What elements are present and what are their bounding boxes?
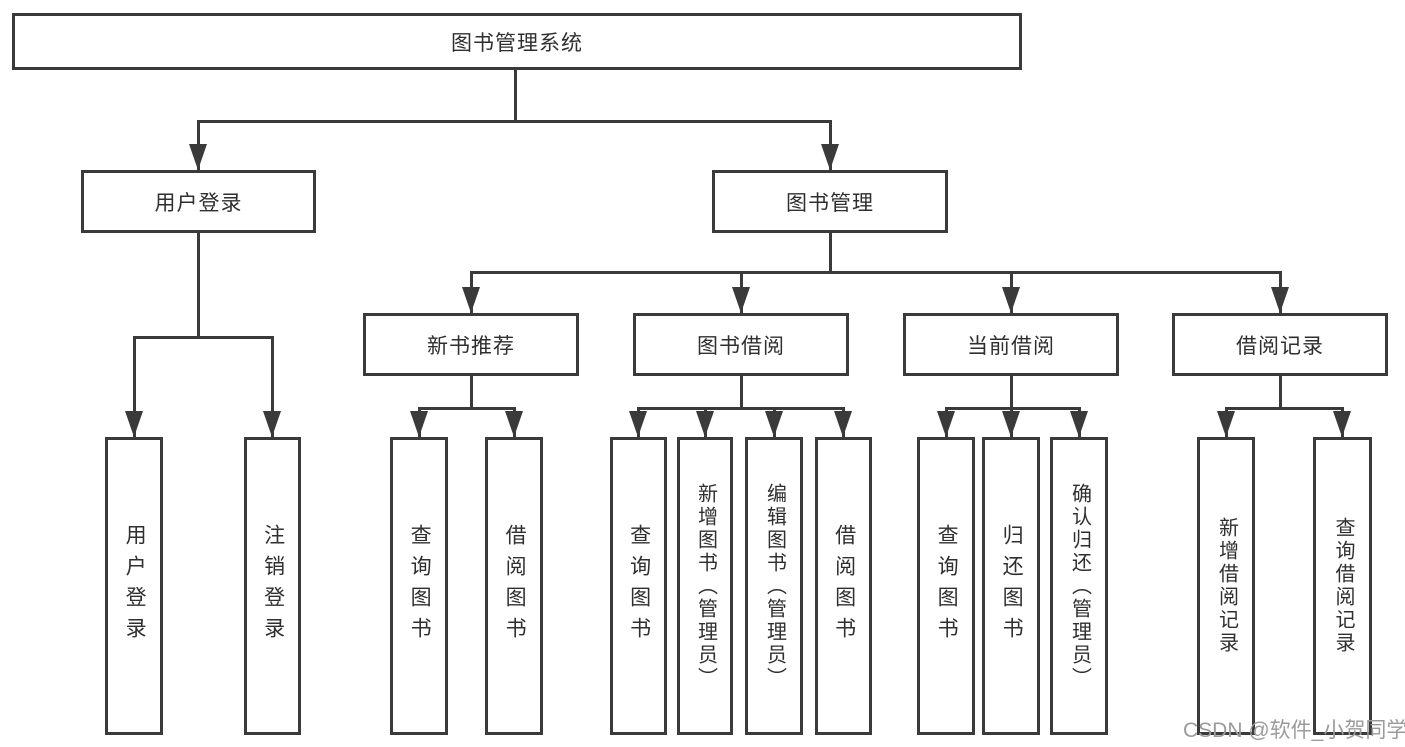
arrow-down-icon [1271, 287, 1289, 313]
connector-current-borrowing-split [945, 407, 1081, 410]
node-root-system: 图书管理系统 [12, 13, 1022, 70]
node-root-label: 图书管理系统 [451, 31, 583, 55]
arrow-down-icon [629, 411, 647, 437]
connector-root-split [197, 120, 832, 123]
node-borrowing-records: 借阅记录 [1172, 313, 1388, 376]
arrow-down-icon [462, 287, 480, 313]
node-new-books-label: 新书推荐 [427, 334, 515, 358]
leaf-confirm-return-admin: 确认归还（管理员） [1050, 437, 1108, 735]
leaf-borrow-books-newbooks: 借阅图书 [485, 437, 543, 735]
leaf-label: 查询图书 [935, 524, 959, 648]
leaf-label: 查询借阅记录 [1332, 517, 1354, 655]
leaf-add-books-admin: 新增图书（管理员） [677, 437, 733, 735]
leaf-label: 新增图书（管理员） [694, 482, 717, 690]
leaf-label: 查询图书 [408, 524, 432, 648]
leaf-label: 注销登录 [261, 524, 285, 648]
arrow-down-icon [263, 411, 281, 437]
leaf-query-borrow-record: 查询借阅记录 [1313, 437, 1372, 735]
leaf-user-login: 用户登录 [105, 437, 163, 735]
node-book-borrowing-label: 图书借阅 [697, 334, 785, 358]
arrow-down-icon [1002, 411, 1020, 437]
connector-to-leaf-login [133, 338, 136, 437]
arrow-down-icon [1217, 411, 1235, 437]
arrow-down-icon [834, 411, 852, 437]
leaf-label: 查询图书 [627, 524, 651, 648]
leaf-query-books-newbooks: 查询图书 [390, 437, 448, 735]
node-borrowing-records-label: 借阅记录 [1236, 334, 1324, 358]
leaf-borrow-books-borrowing: 借阅图书 [815, 437, 872, 735]
connector-to-leaf-logout [271, 338, 274, 437]
arrow-down-icon [937, 411, 955, 437]
node-new-books: 新书推荐 [363, 313, 579, 376]
arrow-down-icon [505, 411, 523, 437]
node-user-login-label: 用户登录 [154, 191, 243, 215]
arrow-down-icon [1070, 411, 1088, 437]
arrow-down-icon [821, 144, 839, 170]
leaf-query-books-current: 查询图书 [917, 437, 975, 735]
arrow-down-icon [1333, 411, 1351, 437]
leaf-logout: 注销登录 [244, 437, 301, 735]
arrow-down-icon [732, 287, 750, 313]
connector-book-management-split [470, 271, 1282, 274]
connector-new-books-split [418, 407, 516, 410]
arrow-down-icon [410, 411, 428, 437]
arrow-down-icon [125, 411, 143, 437]
connector-new-books-stem [470, 376, 473, 409]
node-current-borrowing: 当前借阅 [903, 313, 1119, 376]
connector-book-borrowing-stem [740, 376, 743, 409]
node-user-login: 用户登录 [81, 170, 316, 233]
connector-user-login-stem [197, 233, 200, 338]
leaf-label: 归还图书 [1000, 524, 1024, 648]
leaf-label: 新增借阅记录 [1215, 517, 1238, 655]
connector-book-management-stem [829, 233, 832, 273]
leaf-label: 借阅图书 [503, 524, 527, 648]
connector-current-borrowing-stem [1010, 376, 1013, 409]
connector-borrowing-records-split [1225, 407, 1344, 410]
node-book-management-label: 图书管理 [786, 191, 874, 215]
arrow-down-icon [696, 411, 714, 437]
leaf-return-books: 归还图书 [982, 437, 1040, 735]
connector-user-login-split [133, 336, 274, 339]
leaf-add-borrow-record: 新增借阅记录 [1197, 437, 1255, 735]
node-book-borrowing: 图书借阅 [633, 313, 849, 376]
arrow-down-icon [765, 411, 783, 437]
leaf-edit-books-admin: 编辑图书（管理员） [745, 437, 803, 735]
connector-book-borrowing-split [637, 407, 845, 410]
node-book-management: 图书管理 [712, 170, 948, 233]
leaf-label: 借阅图书 [832, 524, 856, 648]
node-current-borrowing-label: 当前借阅 [967, 334, 1055, 358]
csdn-watermark: CSDN @软件_小贺同学 [1183, 719, 1405, 742]
connector-root-stem [514, 70, 517, 122]
leaf-label: 确认归还（管理员） [1068, 482, 1091, 690]
connector-borrowing-records-stem [1279, 376, 1282, 409]
leaf-label: 用户登录 [123, 524, 147, 648]
leaf-label: 编辑图书（管理员） [763, 482, 786, 690]
leaf-query-books-borrowing: 查询图书 [610, 437, 667, 735]
arrow-down-icon [189, 144, 207, 170]
arrow-down-icon [1002, 287, 1020, 313]
